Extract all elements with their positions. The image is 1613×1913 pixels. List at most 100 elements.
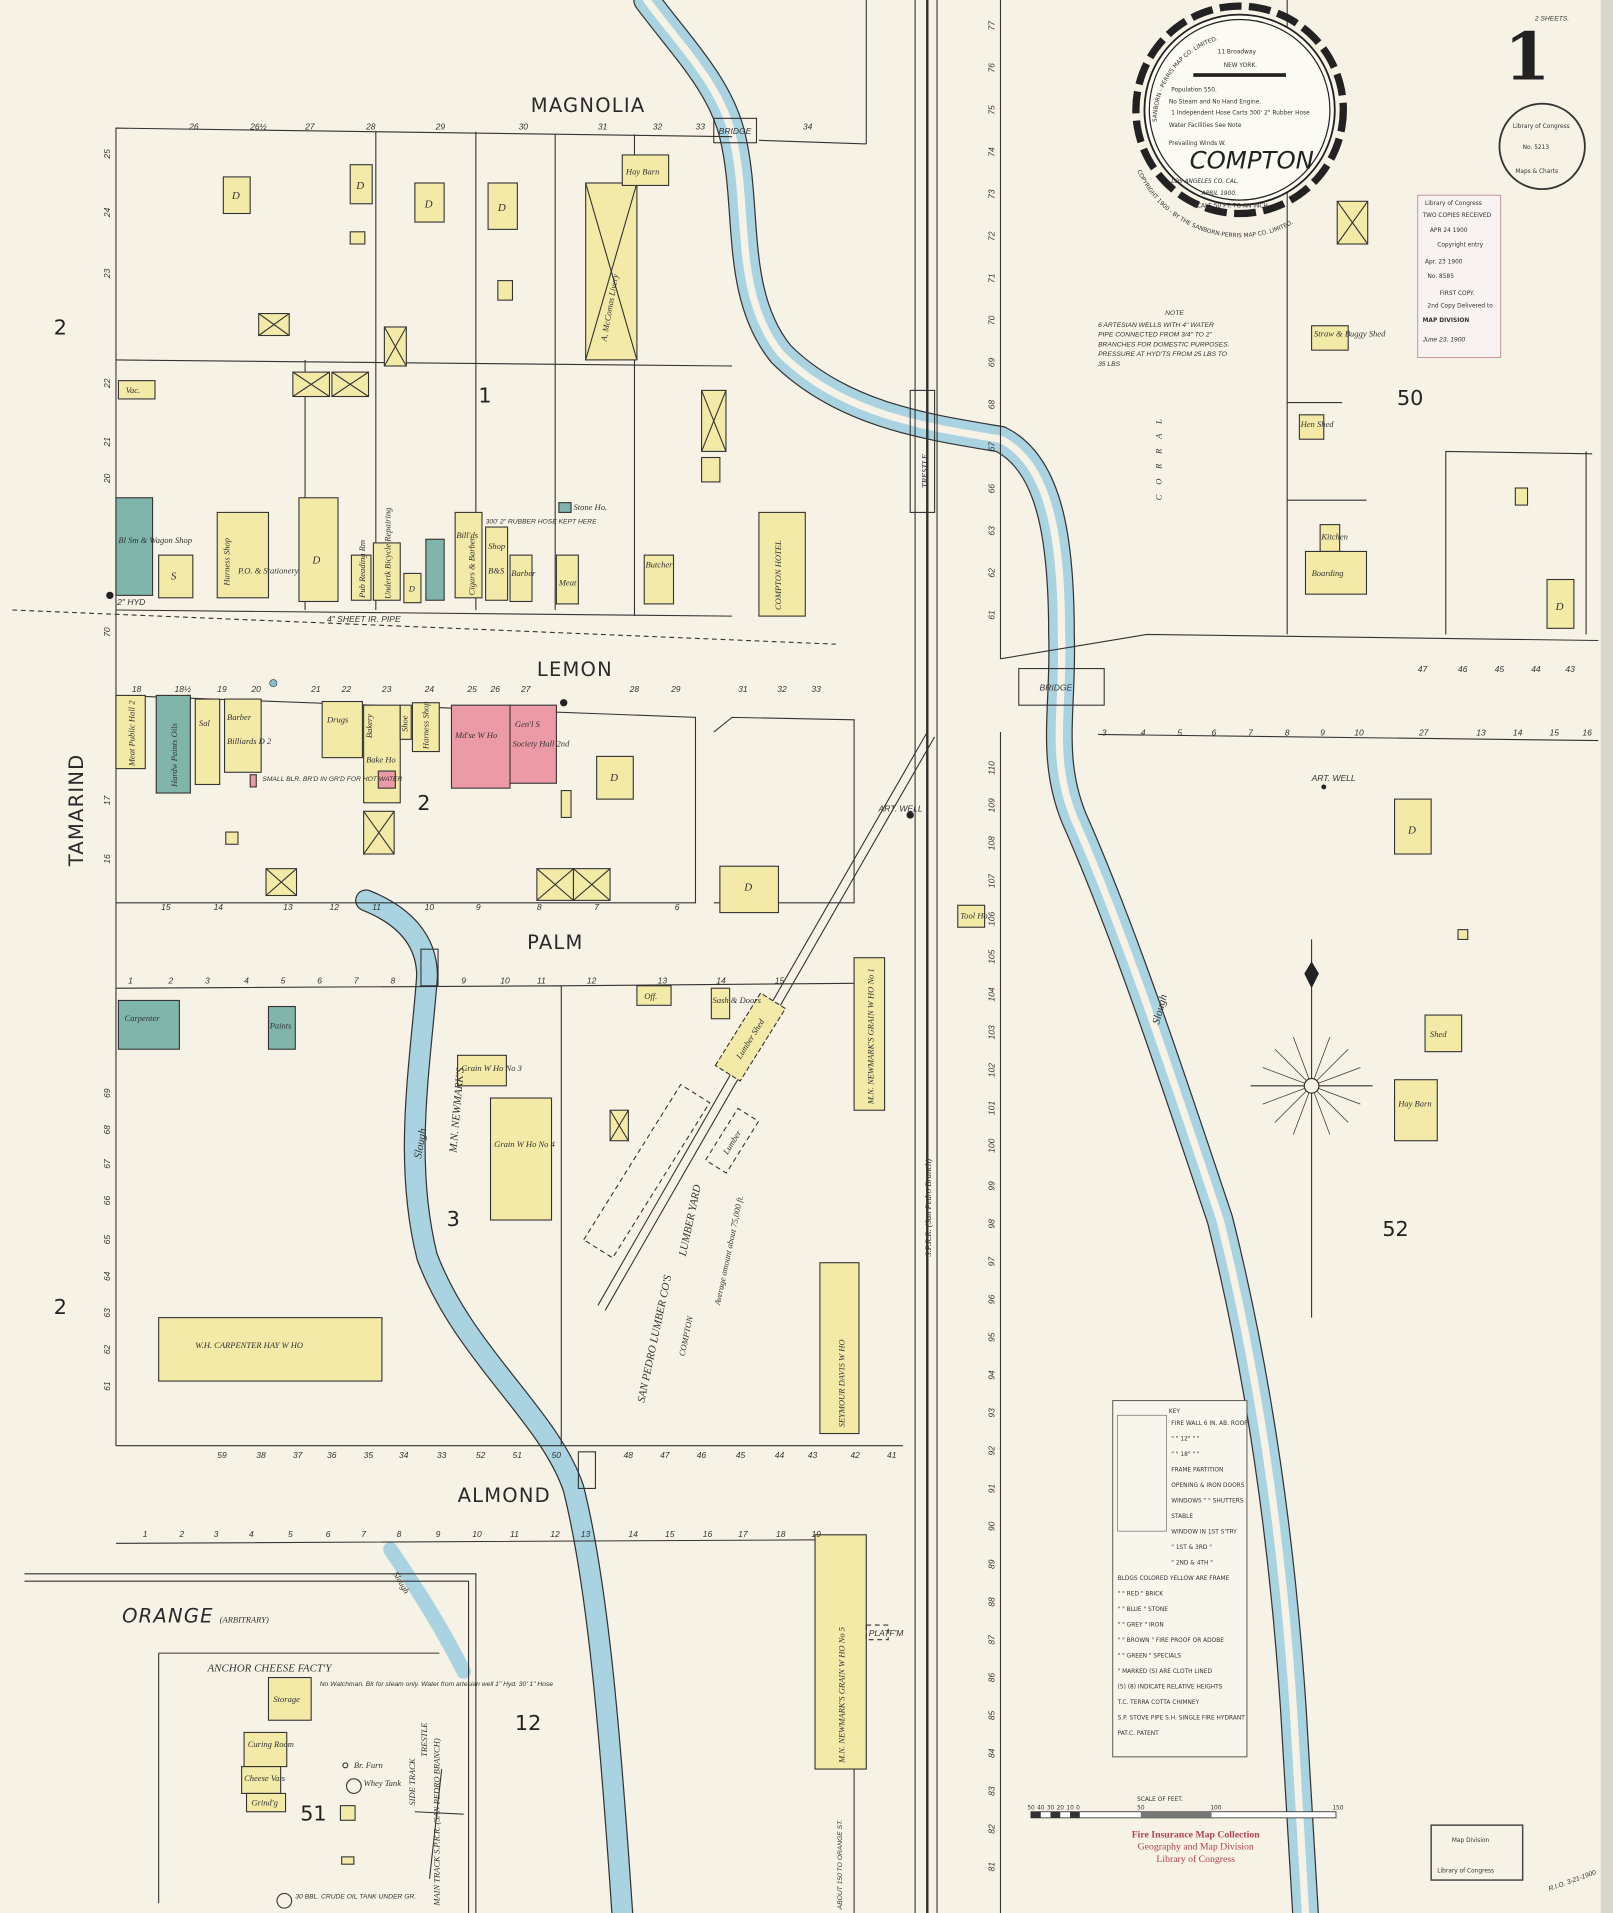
whey-tank-label: Whey Tank bbox=[364, 1778, 402, 1788]
building-billiards: Bill'ds bbox=[456, 530, 478, 540]
lot-number: 29 bbox=[670, 684, 681, 694]
scale-tick: 100 bbox=[1210, 1805, 1221, 1811]
cheese-factory-label: ANCHOR CHEESE FACT'Y bbox=[206, 1662, 333, 1674]
lot-number: 33 bbox=[695, 121, 705, 131]
lot-number: 33 bbox=[811, 684, 821, 694]
received-line: TWO COPIES RECEIVED bbox=[1422, 213, 1492, 219]
lot-number: 17 bbox=[738, 1529, 748, 1539]
seal-water: Water Facilities See Note bbox=[1169, 123, 1242, 129]
building-bs: B&S bbox=[488, 565, 505, 575]
oil-tank-label: 30 BBL. CRUDE OIL TANK UNDER GR. bbox=[295, 1893, 416, 1900]
lot-number: 48 bbox=[623, 1450, 633, 1460]
building-undertaker: Undertk Bicycle Repairing bbox=[382, 507, 392, 599]
key-line: (5) (8) INDICATE RELATIVE HEIGHTS bbox=[1118, 1684, 1223, 1690]
building-hardware: Hardw Paints Oils bbox=[169, 723, 179, 788]
building-pub-reading: Pub Reading Rm bbox=[357, 540, 367, 599]
lot-number: 21 bbox=[310, 684, 321, 694]
lot-number: 8 bbox=[390, 975, 395, 985]
lot-number: 4 bbox=[244, 975, 249, 985]
buildings-block-3: Lumber Shed Lumber CarpenterPaintsGrain … bbox=[117, 904, 990, 1435]
lot-number: 9 bbox=[476, 902, 481, 912]
lot-number: 8 bbox=[537, 902, 542, 912]
lot-number: 82 bbox=[986, 1824, 996, 1834]
lot-number: 5 bbox=[288, 1529, 293, 1539]
building-office: Off. bbox=[644, 991, 657, 1001]
building-meat: Meat bbox=[558, 578, 577, 588]
lot-number: 42 bbox=[850, 1450, 860, 1460]
building-boarding: Boarding bbox=[1312, 568, 1345, 578]
building-curing-room: Curing Room bbox=[248, 1739, 294, 1749]
lot-number: 15 bbox=[775, 975, 785, 985]
key-line: FIRE WALL 6 IN. AB. ROOF bbox=[1171, 1421, 1248, 1427]
lot-number: 13 bbox=[283, 902, 293, 912]
seal-winds: Prevailing Winds W. bbox=[1169, 141, 1226, 147]
lot-number: 8 bbox=[1285, 728, 1290, 738]
seal-address: 11 Broadway bbox=[1218, 50, 1257, 56]
artesian-well-label: ART. WELL bbox=[1311, 773, 1356, 783]
lot-number: 77 bbox=[986, 21, 996, 31]
binding-edge bbox=[1600, 0, 1613, 1913]
lot-number: 84 bbox=[986, 1748, 996, 1758]
lot-number: 7 bbox=[594, 902, 599, 912]
lot-number: 38 bbox=[256, 1450, 266, 1460]
lot-number: 35 bbox=[364, 1450, 374, 1460]
received-line: FIRST COPY. bbox=[1440, 291, 1475, 297]
building-cigars: Cigars & Barber bbox=[467, 536, 477, 595]
building-barber: Barber bbox=[511, 568, 536, 578]
lot-number: 16 bbox=[1582, 728, 1592, 738]
lot-number: 93 bbox=[986, 1408, 996, 1418]
key-line: BLDGS COLORED YELLOW ARE FRAME bbox=[1118, 1576, 1230, 1582]
lot-number: 101 bbox=[986, 1101, 996, 1115]
lot-number: 13 bbox=[658, 975, 668, 985]
building-dwelling-4: D bbox=[355, 180, 364, 192]
building-bakery: Bakery bbox=[364, 714, 374, 738]
key-lines: FIRE WALL 6 IN. AB. ROOF" " 12" " "" " 1… bbox=[1117, 1421, 1249, 1737]
lot-number: 18½ bbox=[175, 684, 192, 694]
scale-tick: 50 bbox=[1027, 1805, 1035, 1811]
building-carpenter: Carpenter bbox=[125, 1013, 161, 1023]
lot-number: 4 bbox=[1141, 728, 1146, 738]
building-paints: Paints bbox=[269, 1020, 292, 1030]
lot-number: 25 bbox=[102, 149, 112, 160]
lot-number: 27 bbox=[304, 121, 315, 131]
compass-rose-icon bbox=[1250, 939, 1373, 1318]
lot-number: 12 bbox=[587, 975, 597, 985]
railroad bbox=[597, 0, 938, 1913]
street-tamarind: TAMARIND bbox=[65, 754, 88, 868]
building-dwelling: D bbox=[311, 555, 320, 567]
lot-number: 33 bbox=[437, 1450, 447, 1460]
building-grinding: Grind'g bbox=[251, 1798, 278, 1808]
key-line: WINDOW IN 1ST S'TRY bbox=[1171, 1529, 1237, 1535]
lot-number: 109 bbox=[986, 798, 996, 812]
lot-number: 46 bbox=[697, 1450, 707, 1460]
cheese-factory-note: No Watchman. Blr for steam only. Water f… bbox=[320, 1681, 554, 1688]
corral-label: CORRAL bbox=[1154, 409, 1164, 500]
lot-number: 43 bbox=[1565, 664, 1575, 674]
collection-line: Fire Insurance Map Collection bbox=[1132, 1829, 1260, 1840]
loc-stamp-line: Library of Congress bbox=[1513, 124, 1570, 130]
lot-number: 61 bbox=[102, 1381, 112, 1391]
lot-number: 27 bbox=[520, 684, 531, 694]
lot-number: 4 bbox=[249, 1529, 254, 1539]
block-52: 52 bbox=[1382, 1217, 1408, 1241]
building-harness-2: Harness Shop bbox=[420, 701, 430, 750]
building-vacant: Vac. bbox=[126, 385, 140, 395]
scale-tick: 10 bbox=[1066, 1805, 1074, 1811]
key-line: " MARKED (S) ARE CLOTH LINED bbox=[1118, 1669, 1213, 1675]
lot-number: 28 bbox=[365, 121, 376, 131]
lot-number: 7 bbox=[1248, 728, 1253, 738]
lot-number: 106 bbox=[986, 912, 996, 926]
lot-number: 10 bbox=[500, 975, 510, 985]
building-dwelling-8: D bbox=[743, 882, 752, 894]
lot-number: 68 bbox=[102, 1125, 112, 1135]
hydrant-icon bbox=[106, 591, 114, 600]
key-line: OPENING & IRON DOORS bbox=[1171, 1483, 1244, 1489]
received-line: 2nd Copy Delivered to bbox=[1427, 303, 1493, 309]
lot-number: 91 bbox=[986, 1484, 996, 1494]
lot-number: 26 bbox=[490, 684, 501, 694]
lot-number: 2 bbox=[167, 975, 173, 985]
lot-number: 71 bbox=[986, 273, 996, 283]
lot-number: 25 bbox=[466, 684, 477, 694]
